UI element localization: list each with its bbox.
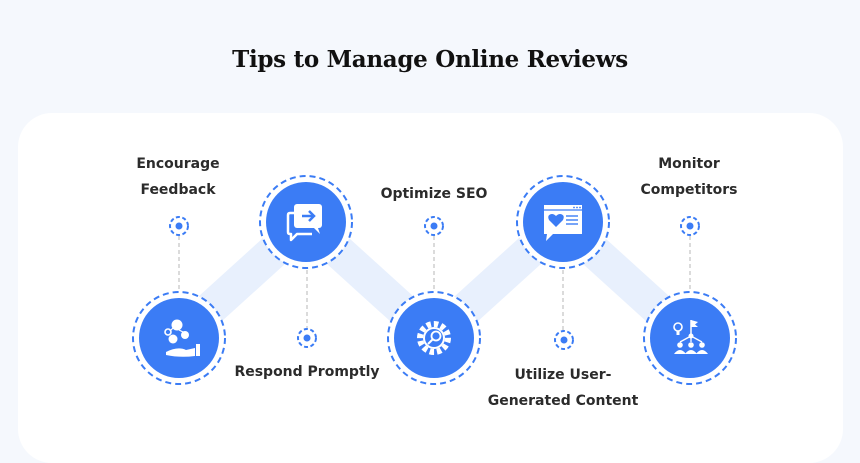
marker-dot-2: [297, 328, 317, 348]
process-diagram: [132, 175, 737, 385]
step-5-label-line2: Competitors: [640, 182, 738, 198]
step-2-label-line1: Respond Promptly: [234, 364, 380, 380]
step-3-label: Optimize SEO: [381, 181, 488, 207]
gear-magnifier-icon: [417, 321, 451, 355]
step-1-label-line1: Encourage: [136, 156, 220, 172]
step-1-node: [132, 291, 226, 385]
step-5-node: [643, 291, 737, 385]
step-5-label-line1: Monitor: [658, 156, 720, 172]
chat-bubbles-arrow-icon: [286, 204, 322, 242]
step-4-label: Utilize User- Generated Content: [488, 362, 639, 414]
step-3-node: [387, 291, 481, 385]
marker-dot-5: [680, 216, 700, 236]
marker-dot-1: [169, 216, 189, 236]
step-2-label: Respond Promptly: [234, 359, 379, 385]
step-1-label-line2: Feedback: [140, 182, 216, 198]
step-1-label: Encourage Feedback: [136, 151, 219, 203]
diagram-card: [18, 113, 843, 463]
page-title: Tips to Manage Online Reviews: [232, 46, 628, 73]
step-3-label-line1: Optimize SEO: [380, 186, 488, 202]
step-5-label: Monitor Competitors: [640, 151, 737, 203]
browser-chat-heart-icon: [544, 205, 582, 241]
team-strategy-flag-icon: [673, 320, 708, 354]
marker-dot-3: [424, 216, 444, 236]
step-4-node: [516, 175, 610, 269]
step-2-node: [259, 175, 353, 269]
step-4-label-line2: Generated Content: [487, 393, 639, 409]
hand-with-reactions-icon: [164, 319, 200, 357]
marker-dot-4: [554, 330, 574, 350]
step-4-label-line1: Utilize User-: [514, 367, 612, 383]
